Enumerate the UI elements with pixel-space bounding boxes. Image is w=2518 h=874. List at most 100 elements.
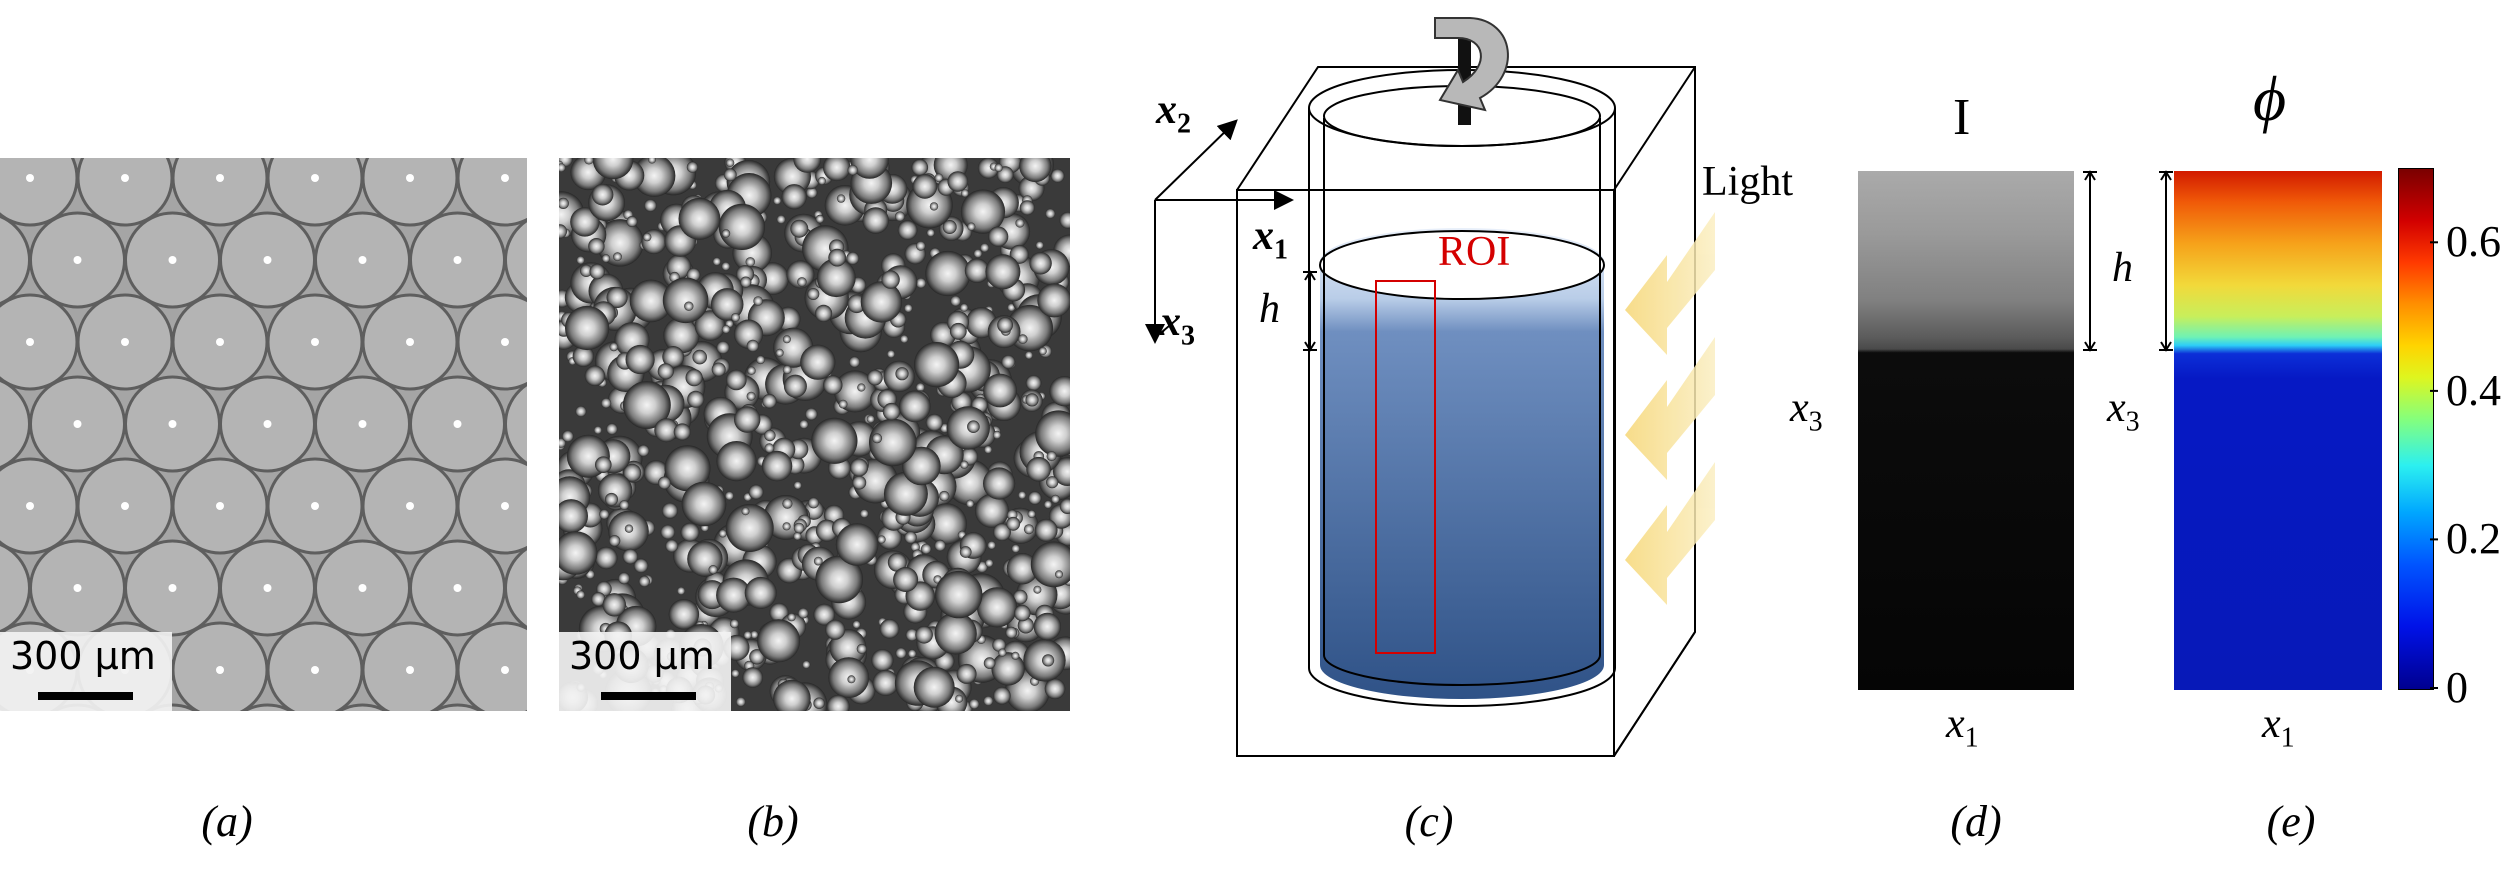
droplet-center xyxy=(263,256,272,264)
liquid-volume xyxy=(1320,228,1604,699)
droplet xyxy=(980,243,990,253)
droplet xyxy=(601,254,611,263)
droplet xyxy=(1037,283,1070,318)
droplet xyxy=(456,158,527,227)
droplet xyxy=(677,586,686,595)
droplet xyxy=(782,498,793,509)
droplet xyxy=(1028,491,1042,505)
droplet xyxy=(748,484,764,500)
droplet xyxy=(993,686,1011,705)
droplet xyxy=(741,507,750,516)
droplet xyxy=(956,663,977,684)
droplet xyxy=(626,216,638,227)
caption-b: (b) xyxy=(747,797,799,846)
droplet xyxy=(994,163,1003,172)
droplet xyxy=(565,305,610,351)
droplet xyxy=(1044,678,1066,700)
droplet-center xyxy=(168,256,177,264)
droplet xyxy=(857,383,866,392)
droplet xyxy=(710,288,744,321)
droplet xyxy=(584,365,606,386)
rotation-arrow-icon xyxy=(1434,17,1509,112)
droplet xyxy=(641,229,667,255)
droplet xyxy=(716,441,757,482)
droplet xyxy=(920,543,932,555)
droplet xyxy=(797,607,809,619)
droplet xyxy=(983,657,996,669)
droplet xyxy=(504,382,527,466)
droplet xyxy=(947,171,969,192)
droplet-center xyxy=(73,256,82,264)
intensity-ylabel: x3 xyxy=(1790,385,1823,438)
intensity-title: I xyxy=(1953,89,1971,146)
droplet xyxy=(813,603,835,626)
droplet xyxy=(1049,376,1070,407)
droplet xyxy=(1013,589,1028,605)
droplet xyxy=(807,288,820,300)
droplet xyxy=(974,493,1009,528)
droplet xyxy=(740,276,752,288)
droplet xyxy=(622,548,638,565)
droplet xyxy=(716,341,730,354)
droplet-center xyxy=(168,584,177,592)
droplet xyxy=(584,158,594,165)
droplet xyxy=(734,406,761,433)
droplet xyxy=(559,499,588,533)
droplet xyxy=(867,369,883,386)
droplet xyxy=(793,158,822,173)
droplet xyxy=(949,322,967,340)
droplet xyxy=(712,257,721,266)
droplet xyxy=(960,303,969,312)
droplet xyxy=(685,369,703,387)
droplet xyxy=(596,219,644,267)
intensity-image xyxy=(1858,171,2074,690)
droplet xyxy=(793,532,802,541)
caption-a: (a) xyxy=(201,797,253,846)
droplet xyxy=(915,626,933,644)
droplet xyxy=(787,613,796,622)
droplet-center xyxy=(358,420,367,428)
droplet xyxy=(718,203,765,250)
droplet-center xyxy=(406,338,414,346)
droplet xyxy=(925,503,967,545)
droplet xyxy=(1046,451,1057,462)
volume-fraction-ylabel: x3 xyxy=(2107,385,2140,438)
light-label: Light xyxy=(1702,159,1793,205)
axis-x1-label: x1 xyxy=(1253,213,1288,266)
droplet xyxy=(686,161,698,173)
droplet xyxy=(846,251,860,265)
droplet xyxy=(828,248,847,267)
droplet xyxy=(793,481,802,490)
droplet-center xyxy=(121,174,129,182)
droplet xyxy=(761,450,793,482)
droplet xyxy=(762,394,777,409)
droplet-center xyxy=(406,666,414,674)
droplet xyxy=(976,587,1018,628)
droplet xyxy=(960,189,969,198)
droplet xyxy=(899,390,931,423)
droplet xyxy=(681,481,727,527)
droplet xyxy=(665,539,679,553)
droplet xyxy=(1050,168,1065,183)
droplet xyxy=(894,211,905,222)
droplet xyxy=(588,238,605,255)
colorbar-tick-label: 0.2 xyxy=(2446,514,2501,564)
droplet xyxy=(955,694,964,703)
droplet xyxy=(745,257,756,267)
droplet xyxy=(750,630,759,639)
droplet xyxy=(721,262,731,271)
droplet xyxy=(747,366,756,375)
droplet-center xyxy=(453,256,462,264)
droplet-center xyxy=(263,420,272,428)
volume-fraction-xlabel: x1 xyxy=(2262,701,2295,754)
droplet-center xyxy=(26,338,34,346)
droplet xyxy=(576,590,585,599)
colorbar xyxy=(2398,168,2434,690)
droplet xyxy=(673,423,691,441)
scale-label-b: 300 μm xyxy=(569,634,715,678)
droplet-center xyxy=(453,420,462,428)
droplet xyxy=(1006,516,1021,531)
droplet xyxy=(769,602,789,623)
droplet xyxy=(782,522,791,531)
droplet xyxy=(860,281,903,323)
